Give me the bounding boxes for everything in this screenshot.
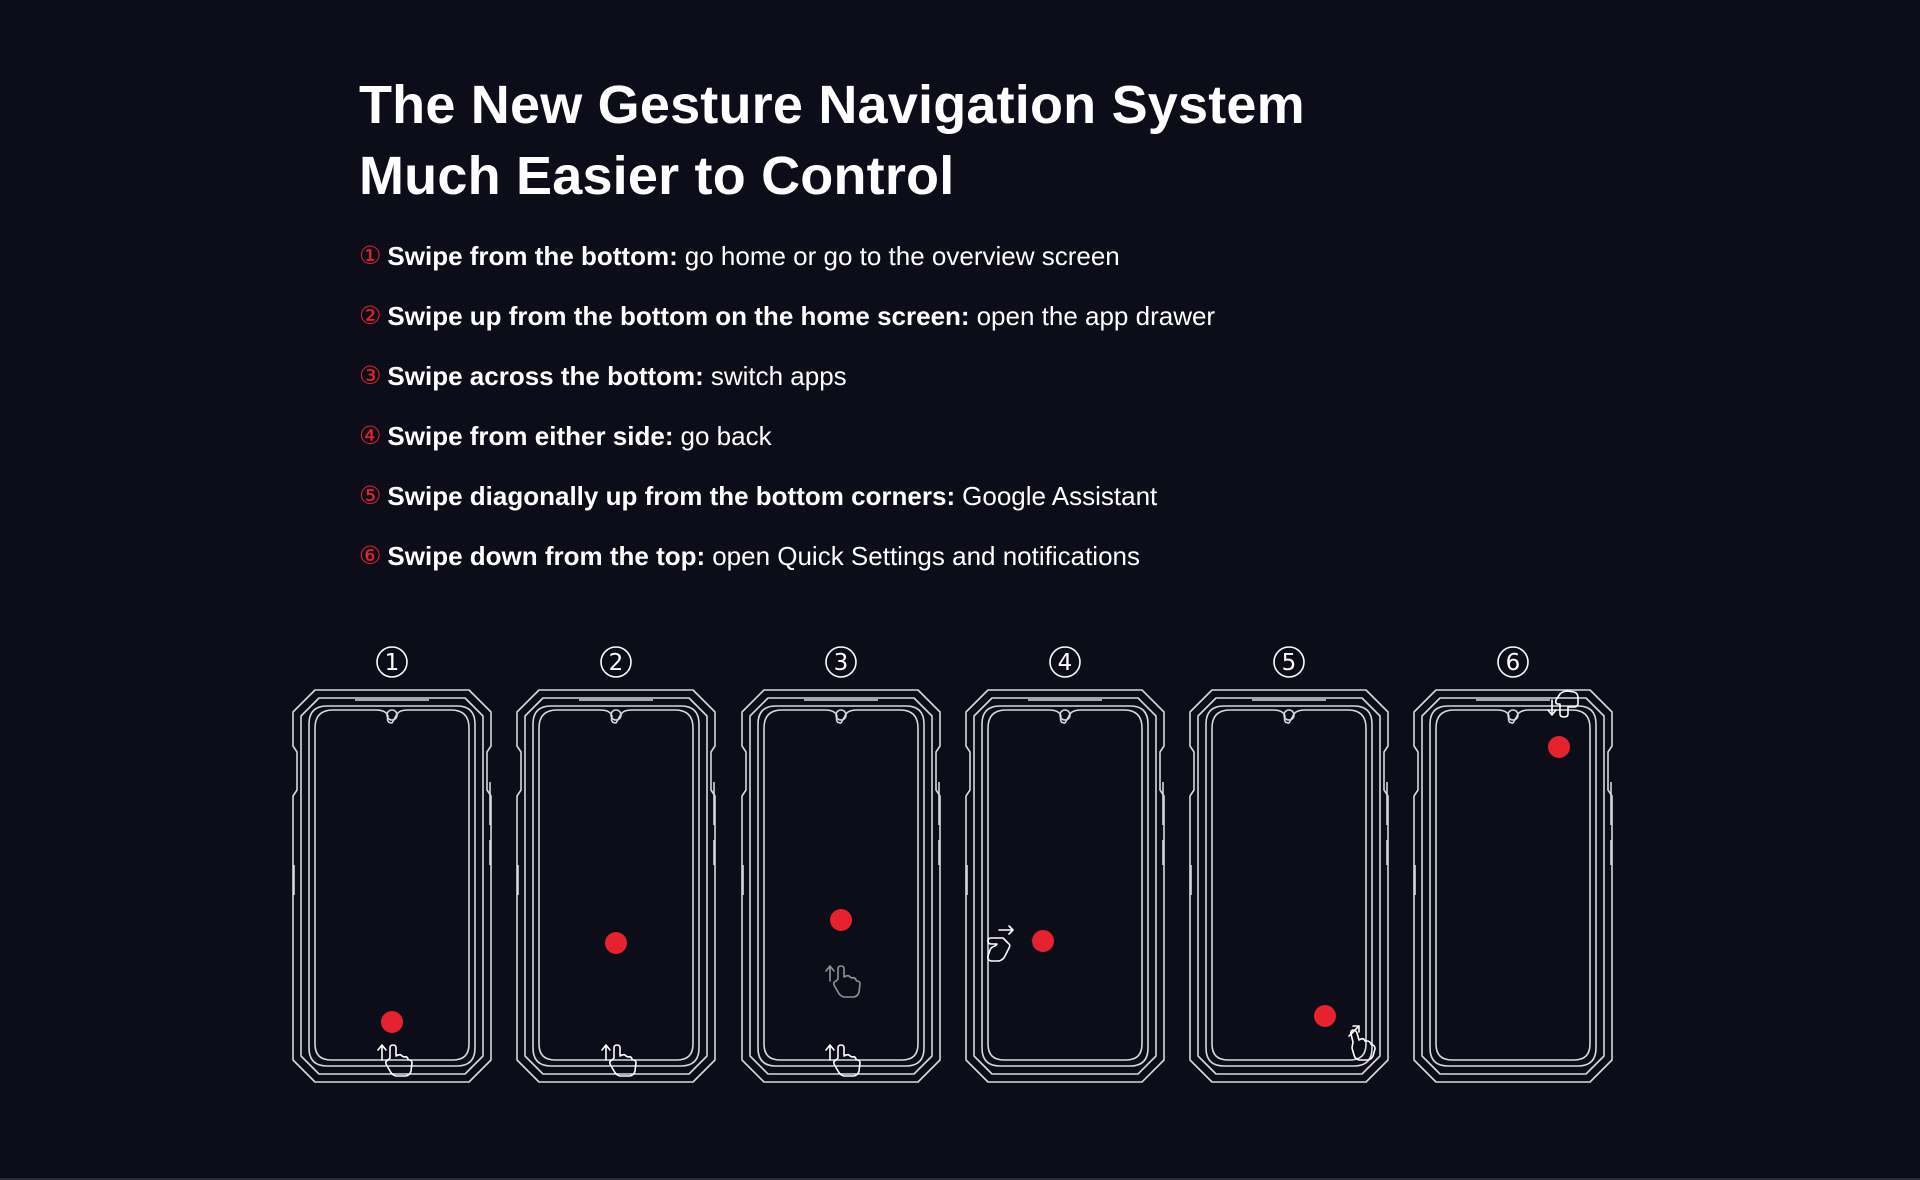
- gesture-item: ⑤ Swipe diagonally up from the bottom co…: [359, 476, 1215, 536]
- phone-outline: [1413, 689, 1613, 1083]
- gesture-item: ② Swipe up from the bottom on the home s…: [359, 296, 1215, 356]
- gesture-number: ③: [359, 362, 382, 390]
- gesture-description: open Quick Settings and notifications: [712, 541, 1141, 571]
- phone-5: 5: [1189, 646, 1389, 1083]
- phone-number-circle: [600, 646, 632, 678]
- gesture-label: Swipe from the bottom:: [387, 241, 678, 271]
- swipe-side-icon: [986, 925, 1014, 962]
- touch-point: [1548, 736, 1570, 758]
- phone-number: 2: [609, 650, 624, 676]
- gesture-item: ⑥ Swipe down from the top: open Quick Se…: [359, 536, 1215, 596]
- phone-outline: [965, 689, 1165, 1083]
- gesture-item: ③ Swipe across the bottom: switch apps: [359, 356, 1215, 416]
- phone-number: 5: [1282, 650, 1297, 676]
- phone-number: 3: [834, 650, 849, 676]
- touch-point: [1314, 1005, 1336, 1027]
- gesture-list: ① Swipe from the bottom: go home or go t…: [359, 236, 1215, 596]
- swipe-up-icon: [825, 965, 861, 998]
- gesture-description: go back: [680, 421, 772, 451]
- gesture-description: go home or go to the overview screen: [684, 241, 1120, 271]
- gesture-description: open the app drawer: [976, 301, 1216, 331]
- gesture-label: Swipe down from the top:: [387, 541, 706, 571]
- page-title: The New Gesture Navigation System Much E…: [359, 70, 1305, 212]
- gesture-number: ⑤: [359, 482, 382, 510]
- phone-number-circle: [1049, 646, 1081, 678]
- phone-number-circle: [1273, 646, 1305, 678]
- phone-number: 6: [1506, 650, 1521, 676]
- phone-outline: [1189, 689, 1389, 1083]
- phone-1: 1: [292, 646, 492, 1083]
- gesture-number: ①: [359, 242, 382, 270]
- phone-number-circle: [825, 646, 857, 678]
- phone-2: 2: [516, 646, 716, 1083]
- gesture-number: ②: [359, 302, 382, 330]
- gesture-label: Swipe across the bottom:: [387, 361, 704, 391]
- bottom-divider: [0, 1178, 1920, 1180]
- phone-number-circle: [1497, 646, 1529, 678]
- touch-point: [605, 932, 627, 954]
- phone-4: 4: [965, 646, 1165, 1083]
- swipe-down-icon: [1547, 690, 1579, 718]
- phone-number: 1: [385, 650, 400, 676]
- phone-6: 6: [1413, 646, 1613, 1083]
- gesture-number: ⑥: [359, 542, 382, 570]
- gesture-description: Google Assistant: [962, 481, 1158, 511]
- touch-point: [830, 909, 852, 931]
- touch-point: [1032, 930, 1054, 952]
- gesture-label: Swipe from either side:: [387, 421, 674, 451]
- title-line-1: The New Gesture Navigation System: [359, 75, 1305, 135]
- phone-outline: [516, 689, 716, 1083]
- gesture-label: Swipe diagonally up from the bottom corn…: [387, 481, 956, 511]
- gesture-description: switch apps: [710, 361, 847, 391]
- title-line-2: Much Easier to Control: [359, 146, 955, 206]
- phone-number: 4: [1058, 650, 1073, 676]
- gesture-item: ① Swipe from the bottom: go home or go t…: [359, 236, 1215, 296]
- gesture-item: ④ Swipe from either side: go back: [359, 416, 1215, 476]
- phone-3: 3: [741, 646, 941, 1083]
- gesture-number: ④: [359, 422, 382, 450]
- gesture-label: Swipe up from the bottom on the home scr…: [387, 301, 970, 331]
- phone-number-circle: [376, 646, 408, 678]
- phone-outline: [741, 689, 941, 1083]
- touch-point: [381, 1011, 403, 1033]
